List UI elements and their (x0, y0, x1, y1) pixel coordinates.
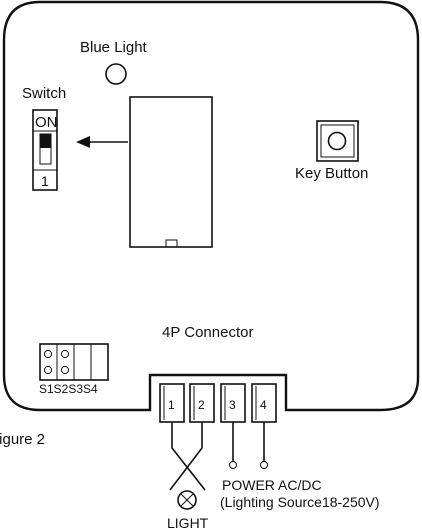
arrow-head (76, 136, 90, 148)
light-bulb (177, 490, 197, 510)
figure-caption: Figure 2 (0, 431, 45, 448)
switch-lever (40, 134, 51, 148)
module-block (129, 96, 213, 248)
switch-on-label: ON (35, 114, 58, 131)
blue-light-label: Blue Light (80, 39, 148, 56)
light-label: LIGHT (167, 515, 209, 531)
dip-switch-on: ON 1 (32, 109, 58, 191)
key-button-inner (320, 124, 355, 158)
key-button-outer (316, 120, 359, 162)
terminal-2-label: 2 (198, 398, 205, 412)
terminal-3-label: 3 (229, 398, 236, 412)
light-wire-2 (169, 422, 203, 491)
dip-switch-array (39, 343, 109, 381)
terminal-1-label: 1 (168, 398, 175, 412)
switch-label: Switch (22, 85, 66, 102)
connector-label: 4P Connector (162, 324, 253, 341)
terminal-4-label: 4 (260, 398, 267, 412)
enclosure-board (2, 0, 420, 412)
switch-number-label: 1 (41, 173, 49, 189)
power-label-line2: (Lighting Source18-250V) (220, 494, 380, 510)
terminal-block (159, 383, 277, 423)
power-label-line1: POWER AC/DC (222, 477, 322, 493)
key-button-icon (327, 131, 347, 151)
blue-light-led (105, 63, 127, 85)
light-wire-1 (171, 422, 206, 491)
module-notch (165, 239, 178, 248)
key-button-label: Key Button (295, 165, 368, 182)
dip-switch-labels: S1S2S3S4 (39, 382, 98, 396)
